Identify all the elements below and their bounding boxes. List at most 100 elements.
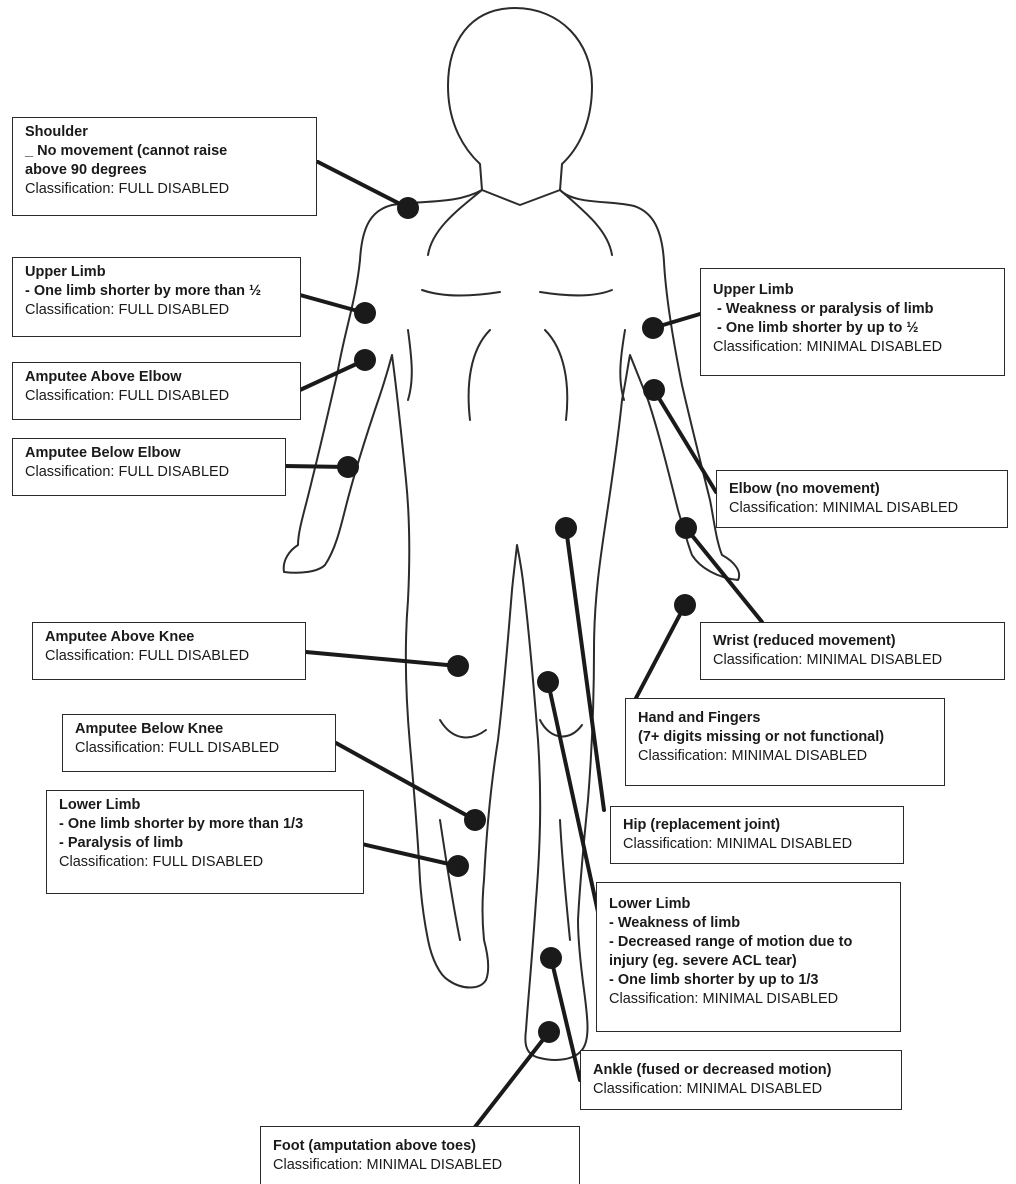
leader-shoulder — [318, 162, 408, 208]
label-detail: - One limb shorter by up to ½ — [713, 319, 992, 338]
dot-shoulder — [397, 197, 419, 219]
leader-amputee-above-knee — [306, 652, 458, 666]
label-classification: Classification: MINIMAL DISABLED — [713, 651, 992, 670]
label-wrist: Wrist (reduced movement) Classification:… — [700, 622, 1005, 680]
label-title: Hand and Fingers — [638, 709, 932, 728]
label-amputee-below-elbow: Amputee Below Elbow Classification: FULL… — [12, 438, 286, 496]
classification-prefix: Classification: — [729, 500, 818, 516]
knee-left — [440, 720, 486, 737]
classification-value: FULL DISABLED — [118, 388, 229, 404]
label-shoulder: Shoulder _ No movement (cannot raise abo… — [12, 117, 317, 216]
calf-right — [560, 820, 570, 940]
classification-prefix: Classification: — [25, 464, 114, 480]
classification-prefix: Classification: — [638, 748, 727, 764]
dot-upper-limb-right — [642, 317, 664, 339]
label-upper-limb-left: Upper Limb - One limb shorter by more th… — [12, 257, 301, 337]
classification-prefix: Classification: — [593, 1081, 682, 1097]
label-lower-limb-right: Lower Limb - Weakness of limb - Decrease… — [596, 882, 901, 1032]
leader-hand-fingers — [635, 605, 685, 700]
classification-prefix: Classification: — [713, 652, 802, 668]
leader-wrist — [686, 528, 762, 622]
classification-value: FULL DISABLED — [118, 181, 229, 197]
label-detail: - One limb shorter by more than 1/3 — [59, 815, 351, 834]
calf-left — [440, 820, 460, 940]
label-classification: Classification: MINIMAL DISABLED — [609, 990, 888, 1009]
dot-amputee-below-elbow — [337, 456, 359, 478]
label-title: Elbow (no movement) — [729, 480, 995, 499]
classification-prefix: Classification: — [25, 302, 114, 318]
classification-value: MINIMAL DISABLED — [686, 1081, 822, 1097]
classification-value: MINIMAL DISABLED — [716, 836, 852, 852]
head-outline — [448, 8, 592, 205]
dot-foot — [538, 1021, 560, 1043]
label-detail: - Weakness of limb — [609, 914, 888, 933]
label-elbow: Elbow (no movement) Classification: MINI… — [716, 470, 1008, 528]
label-classification: Classification: FULL DISABLED — [25, 463, 273, 482]
chest-line-right — [540, 290, 612, 296]
classification-prefix: Classification: — [59, 854, 148, 870]
dot-wrist — [675, 517, 697, 539]
label-classification: Classification: MINIMAL DISABLED — [623, 835, 891, 854]
label-hip: Hip (replacement joint) Classification: … — [610, 806, 904, 864]
label-detail: - One limb shorter by more than ½ — [25, 282, 288, 301]
label-detail: - Decreased range of motion due to — [609, 933, 888, 952]
label-title: Lower Limb — [59, 796, 351, 815]
arm-inner-left — [408, 330, 412, 400]
leader-foot — [475, 1032, 549, 1127]
abdomen-left — [469, 330, 490, 420]
label-classification: Classification: FULL DISABLED — [25, 301, 288, 320]
dot-lower-limb-right — [537, 671, 559, 693]
classification-value: MINIMAL DISABLED — [366, 1157, 502, 1173]
dot-ankle — [540, 947, 562, 969]
label-classification: Classification: FULL DISABLED — [45, 647, 293, 666]
label-title: Amputee Above Elbow — [25, 368, 288, 387]
classification-value: MINIMAL DISABLED — [806, 339, 942, 355]
label-hand-fingers: Hand and Fingers (7+ digits missing or n… — [625, 698, 945, 786]
dot-hip — [555, 517, 577, 539]
classification-prefix: Classification: — [609, 991, 698, 1007]
label-classification: Classification: MINIMAL DISABLED — [729, 499, 995, 518]
dot-hand-fingers — [674, 594, 696, 616]
dot-elbow — [643, 379, 665, 401]
label-title: Lower Limb — [609, 895, 888, 914]
abdomen-right — [545, 330, 567, 420]
label-title: Amputee Below Elbow — [25, 444, 273, 463]
classification-value: MINIMAL DISABLED — [731, 748, 867, 764]
dot-amputee-above-knee — [447, 655, 469, 677]
label-title: Upper Limb — [25, 263, 288, 282]
label-classification: Classification: FULL DISABLED — [25, 180, 304, 199]
label-classification: Classification: FULL DISABLED — [25, 387, 288, 406]
label-classification: Classification: MINIMAL DISABLED — [593, 1080, 889, 1099]
classification-value: FULL DISABLED — [152, 854, 263, 870]
label-title: Amputee Above Knee — [45, 628, 293, 647]
label-detail: above 90 degrees — [25, 161, 304, 180]
classification-prefix: Classification: — [623, 836, 712, 852]
label-detail: - Weakness or paralysis of limb — [713, 300, 992, 319]
classification-value: FULL DISABLED — [168, 740, 279, 756]
label-classification: Classification: FULL DISABLED — [59, 853, 351, 872]
label-classification: Classification: MINIMAL DISABLED — [273, 1156, 567, 1175]
classification-prefix: Classification: — [45, 648, 134, 664]
classification-value: FULL DISABLED — [138, 648, 249, 664]
label-classification: Classification: MINIMAL DISABLED — [638, 747, 932, 766]
classification-prefix: Classification: — [273, 1157, 362, 1173]
label-upper-limb-right: Upper Limb - Weakness or paralysis of li… — [700, 268, 1005, 376]
classification-value: MINIMAL DISABLED — [702, 991, 838, 1007]
classification-value: MINIMAL DISABLED — [822, 500, 958, 516]
label-title: Foot (amputation above toes) — [273, 1137, 567, 1156]
classification-prefix: Classification: — [75, 740, 164, 756]
dot-upper-limb-left — [354, 302, 376, 324]
label-title: Ankle (fused or decreased motion) — [593, 1061, 889, 1080]
label-lower-limb-left: Lower Limb - One limb shorter by more th… — [46, 790, 364, 894]
leader-elbow — [654, 390, 716, 492]
label-detail: - Paralysis of limb — [59, 834, 351, 853]
label-detail: injury (eg. severe ACL tear) — [609, 952, 888, 971]
label-title: Shoulder — [25, 123, 304, 142]
label-amputee-above-knee: Amputee Above Knee Classification: FULL … — [32, 622, 306, 680]
label-detail: - One limb shorter by up to 1/3 — [609, 971, 888, 990]
classification-prefix: Classification: — [25, 388, 114, 404]
label-title: Wrist (reduced movement) — [713, 632, 992, 651]
label-detail: _ No movement (cannot raise — [25, 142, 304, 161]
label-title: Hip (replacement joint) — [623, 816, 891, 835]
classification-prefix: Classification: — [713, 339, 802, 355]
